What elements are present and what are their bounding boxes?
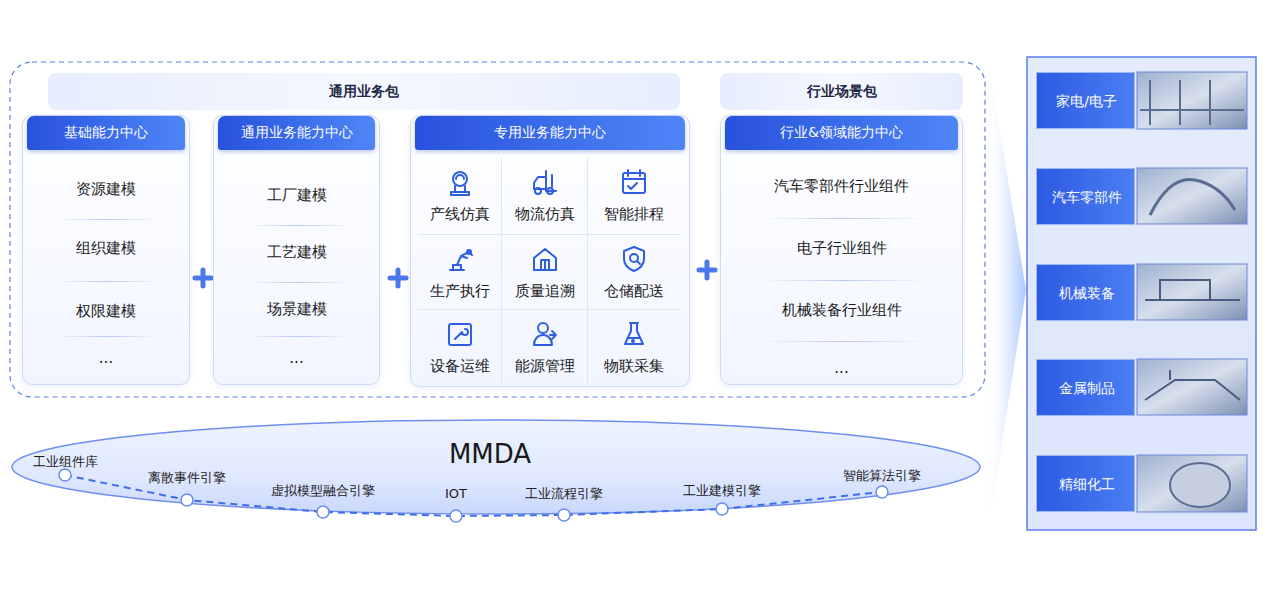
node-text: 资源建模 — [22, 174, 190, 204]
module-icon — [445, 167, 475, 197]
module-icon — [445, 244, 475, 274]
engine-label: 虚拟模型融合引擎 — [253, 481, 393, 501]
platform-ellipse: MMDA工业组件库离散事件引擎虚拟模型融合引擎IOT工业流程引擎工业建模引擎智能… — [10, 416, 982, 526]
node-text: 物联采集 — [588, 354, 680, 378]
module-cell: 能源管理 — [502, 310, 588, 385]
node-text: 生产执行 — [418, 279, 502, 303]
module-cell: 物流仿真 — [502, 158, 588, 235]
industry-label: 精细化工 — [1036, 455, 1135, 512]
node-text: 设备运维 — [418, 354, 502, 378]
node-text: 机械装备行业组件 — [720, 295, 963, 325]
engine-label: 工业建模引擎 — [652, 481, 792, 501]
capability-card: 行业&领域能力中心汽车零部件行业组件电子行业组件机械装备行业组件... — [720, 115, 963, 385]
module-cell: 物联采集 — [588, 310, 680, 385]
module-icon — [530, 167, 560, 197]
platform-title: MMDA — [390, 437, 590, 471]
engine-label: IOT — [386, 483, 526, 503]
module-cell: 质量追溯 — [502, 235, 588, 310]
node-text: 汽车零部件 — [1037, 169, 1136, 226]
node-text: 仓储配送 — [588, 279, 680, 303]
node-text: 家电/电子 — [1037, 73, 1136, 130]
industry-photos — [1137, 72, 1247, 512]
capability-card: 专用业务能力中心产线仿真物流仿真智能排程生产执行质量追溯仓储配送设备运维能源管理… — [410, 115, 690, 387]
industry-label: 汽车零部件 — [1036, 168, 1135, 225]
card-header: 基础能力中心 — [27, 116, 185, 150]
item-divider — [56, 281, 159, 282]
module-cell: 产线仿真 — [418, 158, 502, 235]
dashed-group-outline — [10, 62, 985, 397]
industry-label: 机械装备 — [1036, 264, 1135, 321]
engine-label: 工业流程引擎 — [494, 484, 634, 504]
flow-arrow — [988, 58, 1026, 532]
item-divider — [246, 225, 351, 226]
module-icon — [619, 167, 649, 197]
item-divider — [56, 219, 159, 220]
item-divider — [761, 218, 926, 219]
capability-card: 基础能力中心资源建模组织建模权限建模... — [22, 115, 190, 385]
node-text: 精细化工 — [1037, 456, 1136, 513]
module-icon — [530, 244, 560, 274]
industry-label: 金属制品 — [1036, 359, 1135, 416]
node-text: 组织建模 — [22, 233, 190, 263]
node-text: 电子行业组件 — [720, 233, 963, 263]
node-text: ... — [213, 343, 380, 373]
engine-label: 离散事件引擎 — [117, 468, 257, 488]
item-divider — [761, 280, 926, 281]
node-text: 通用业务包 — [48, 73, 680, 110]
module-cell: 仓储配送 — [588, 235, 680, 310]
module-icon — [445, 319, 475, 349]
node-text: 工艺建模 — [213, 237, 380, 267]
module-cell: 生产执行 — [418, 235, 502, 310]
industry-label: 家电/电子 — [1036, 72, 1135, 129]
industry-panel — [1027, 57, 1256, 530]
node-text: 汽车零部件行业组件 — [720, 171, 963, 201]
module-icon — [619, 319, 649, 349]
node-text: ... — [22, 343, 190, 373]
module-icon — [619, 244, 649, 274]
item-divider — [246, 282, 351, 283]
engine-label: 工业组件库 — [0, 452, 135, 472]
package-band: 行业场景包 — [720, 73, 963, 110]
node-text: 场景建模 — [213, 294, 380, 324]
item-divider — [246, 336, 351, 337]
node-text: 质量追溯 — [502, 279, 588, 303]
module-cell: 智能排程 — [588, 158, 680, 235]
engine-label: 智能算法引擎 — [812, 466, 952, 486]
node-text: 物流仿真 — [502, 202, 588, 226]
node-text: 产线仿真 — [418, 202, 502, 226]
node-text: 能源管理 — [502, 354, 588, 378]
node-text: 智能排程 — [588, 202, 680, 226]
node-text: ... — [720, 353, 963, 383]
card-header: 专用业务能力中心 — [415, 116, 685, 150]
module-icon — [530, 319, 560, 349]
node-text: 权限建模 — [22, 296, 190, 326]
card-header: 通用业务能力中心 — [218, 116, 375, 150]
node-text: 工厂建模 — [213, 180, 380, 210]
item-divider — [56, 336, 159, 337]
node-text: 行业场景包 — [720, 73, 963, 110]
card-header: 行业&领域能力中心 — [725, 116, 958, 150]
capability-card: 通用业务能力中心工厂建模工艺建模场景建模... — [213, 115, 380, 385]
node-text: 金属制品 — [1037, 360, 1136, 417]
package-band: 通用业务包 — [48, 73, 680, 110]
item-divider — [761, 341, 926, 342]
module-cell: 设备运维 — [418, 310, 502, 385]
node-text: 机械装备 — [1037, 265, 1136, 322]
